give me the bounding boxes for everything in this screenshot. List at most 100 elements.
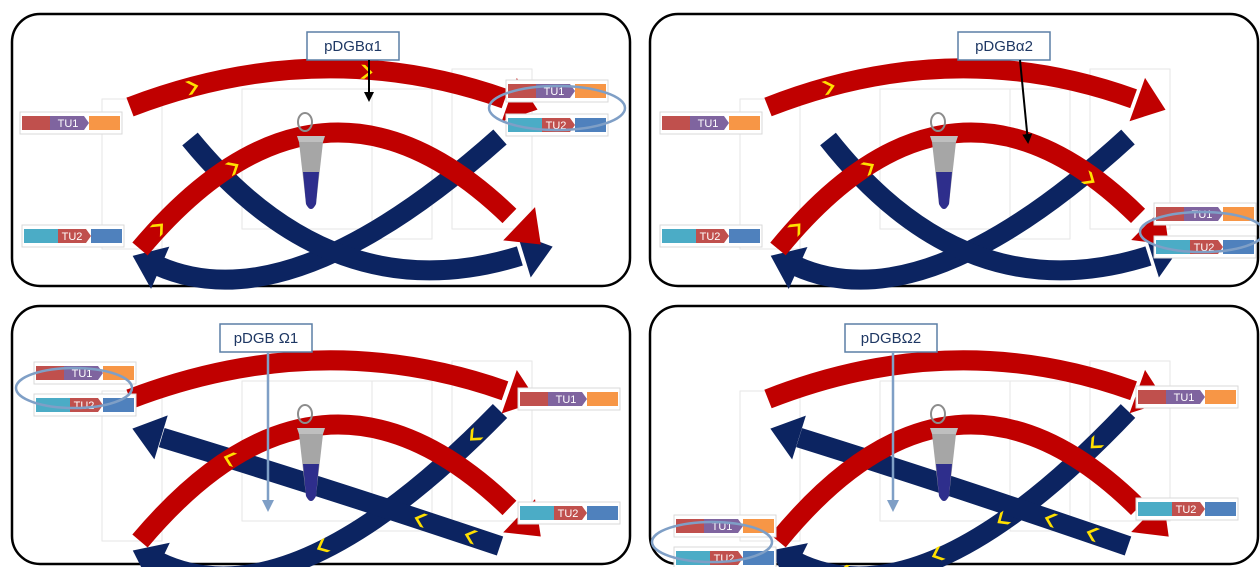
chevron-icon	[316, 537, 331, 553]
vector-label: pDGBα2	[957, 31, 1051, 61]
promoter-segment	[520, 392, 548, 406]
tube-cap	[930, 112, 946, 132]
tube-rim	[930, 136, 958, 142]
terminator-segment	[103, 398, 134, 412]
chevron-icon	[1086, 527, 1101, 543]
tu-label: TU2	[714, 553, 735, 565]
promoter-segment	[22, 116, 50, 130]
promoter-segment	[1138, 502, 1172, 516]
vector-label-text: pDGB Ω1	[234, 330, 299, 347]
chevron-icon	[414, 513, 429, 529]
ligation-loop	[14, 366, 134, 410]
tu-construct: TU1	[33, 361, 137, 385]
red-arrow-shaft	[132, 122, 517, 256]
vector-label-box	[219, 323, 313, 353]
promoter-segment	[662, 229, 696, 243]
tu-label: TU1	[1174, 392, 1195, 404]
microcentrifuge-tube-icon	[930, 112, 958, 209]
tu-construct: TU1	[517, 387, 621, 411]
cds-segment	[548, 392, 587, 406]
vector-label-text: pDGBα1	[324, 38, 382, 55]
red-arrow-shaft	[770, 414, 1146, 548]
terminator-segment	[587, 506, 618, 520]
tube-rim	[297, 428, 325, 434]
pointer-arrow	[1019, 59, 1033, 144]
tu-construct: TU2	[1135, 497, 1239, 521]
microcentrifuge-tube-icon	[297, 404, 325, 501]
chevron-icon	[469, 427, 484, 441]
tube-cap	[930, 404, 946, 424]
red-arrow-head	[1129, 77, 1166, 122]
chevron-icon	[149, 223, 163, 237]
terminator-segment	[103, 366, 134, 380]
cds-segment	[1166, 390, 1205, 404]
blue-arrow-head	[770, 246, 808, 289]
blue-arrow-head	[770, 543, 808, 567]
tu-construct: TU2	[505, 113, 609, 137]
background-block	[1089, 68, 1171, 230]
tu-construct: TU1	[673, 514, 777, 538]
tu-label: TU1	[556, 394, 577, 406]
tu-label: TU1	[58, 118, 79, 130]
chevron-icon	[464, 530, 479, 545]
vector-label-box	[957, 31, 1051, 61]
chevron-icon	[223, 452, 238, 467]
tu-label: TU2	[62, 231, 83, 243]
chevron-icon	[821, 80, 835, 96]
tu-construct: TU2	[673, 546, 777, 567]
tu-construct: TU1	[659, 111, 763, 135]
vector-label: pDGB Ω1	[219, 323, 313, 353]
tu-construct: TU1	[1135, 385, 1239, 409]
red-arrow-shaft	[764, 58, 1137, 117]
tu-construct: TU1	[19, 111, 123, 135]
chevron-icon	[1080, 170, 1095, 185]
vector-label: pDGBα1	[306, 31, 400, 61]
chevron-icon	[931, 545, 946, 561]
blue-arrow-head	[770, 415, 806, 460]
terminator-segment	[89, 116, 120, 130]
microcentrifuge-tube-icon	[297, 112, 325, 209]
tube-liquid	[303, 464, 319, 501]
tu-construct: TU1	[505, 79, 609, 103]
tu-construct: TU2	[21, 224, 125, 248]
vector-label: pDGBΩ2	[844, 323, 938, 353]
ligation-loop	[1138, 210, 1260, 254]
promoter-segment	[24, 229, 58, 243]
vector-label-box	[844, 323, 938, 353]
terminator-segment	[91, 229, 122, 243]
tube-rim	[930, 428, 958, 434]
terminator-segment	[587, 392, 618, 406]
ligation-loop	[487, 84, 627, 132]
cds-segment	[50, 116, 89, 130]
background-block	[451, 68, 533, 230]
terminator-segment	[743, 519, 774, 533]
chevron-icon	[997, 510, 1012, 525]
tu-label: TU1	[544, 86, 565, 98]
cds-segment	[58, 229, 91, 243]
tube-rim	[297, 136, 325, 142]
blue-arrow-shaft	[158, 428, 504, 556]
cds-segment	[1184, 207, 1223, 221]
vector-label-text: pDGBα2	[975, 38, 1033, 55]
tu-label: TU1	[698, 118, 719, 130]
vector-label-box	[306, 31, 400, 61]
tube-cap	[297, 112, 313, 132]
cds-segment	[696, 229, 729, 243]
tu-construct: TU2	[659, 224, 763, 248]
red-arrow-head	[503, 207, 541, 245]
blue-arrow-shaft	[154, 129, 507, 290]
chevron-icon	[185, 80, 199, 96]
cds-segment	[1172, 502, 1205, 516]
terminator-segment	[1205, 502, 1236, 516]
promoter-segment	[520, 506, 554, 520]
red-arrow-shaft	[126, 350, 509, 409]
red-arrow-shaft	[132, 414, 517, 548]
tu-label: TU2	[700, 231, 721, 243]
blue-arrow-head	[132, 415, 168, 460]
blue-arrow-head	[517, 233, 553, 278]
promoter-segment	[662, 116, 690, 130]
